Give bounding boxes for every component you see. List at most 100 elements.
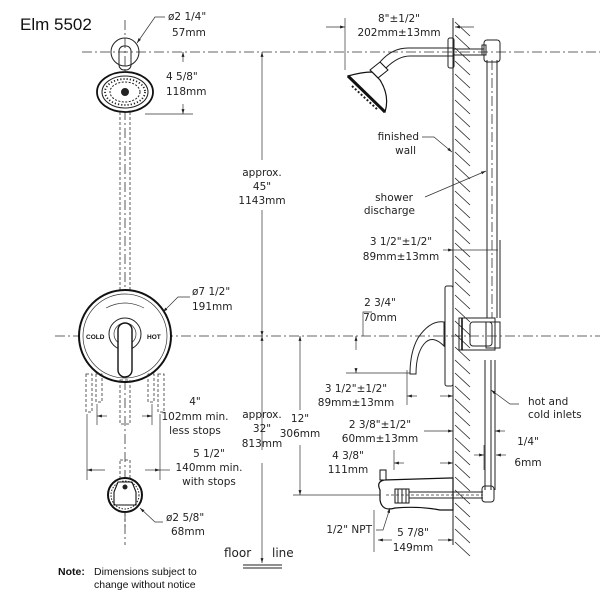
valve-stops: [85, 373, 165, 425]
wall-hatch-line: [454, 385, 471, 401]
spout-upper-in: 4 3/8": [332, 450, 364, 462]
wall-hatch-line: [454, 307, 471, 323]
valve-depth-in: 3 1/2"±1/2": [325, 383, 387, 395]
wall-hatch-line: [454, 294, 471, 310]
wall-hatch-line: [454, 216, 471, 232]
handle-offset-mm: 70mm: [363, 312, 397, 324]
wall-hatch-line: [454, 112, 471, 128]
note-line1: Dimensions subject to: [94, 566, 197, 578]
stops-less-in: 4": [189, 396, 201, 408]
inlet-depth-mm: 60mm±13mm: [342, 433, 418, 445]
handle-offset-in: 2 3/4": [364, 297, 396, 309]
valve-height-approx: approx.: [242, 409, 282, 421]
cold-label: COLD: [86, 334, 105, 341]
valve-side: [409, 285, 501, 387]
front-view: ø2 1/4" 57mm 4 5/8" 118mm approx. 45" 11…: [55, 11, 600, 569]
note-label: Note:: [58, 566, 85, 578]
valve-to-spout-in: 12": [291, 413, 309, 425]
wall-hatch-line: [454, 411, 471, 427]
finished-wall-label2: wall: [395, 145, 416, 157]
wall-hatch-line: [454, 203, 471, 219]
wall-hatch-line: [454, 34, 471, 50]
trim-plate-dia-mm: 191mm: [192, 301, 233, 313]
valve-height-mm: 813mm: [242, 438, 283, 450]
showerhead-side-icon: [346, 61, 389, 114]
wall-hatch-line: [454, 99, 471, 115]
wall-hatch-line: [454, 164, 471, 180]
inlet-gap-mm: 6mm: [514, 457, 541, 469]
lever-handle: [117, 322, 133, 378]
inlets-label1: hot and: [528, 396, 568, 408]
shower-arm: [118, 45, 132, 71]
valve-height-in: 32": [253, 423, 271, 435]
tub-spout-side-icon: [378, 469, 495, 511]
model-title: Elm 5502: [20, 15, 92, 34]
showerhead-front-icon: [96, 71, 154, 113]
hot-label: HOT: [147, 334, 161, 341]
trim-plate-dia-in: ø7 1/2": [192, 286, 230, 298]
inlet-gap-in: 1/4": [517, 436, 539, 448]
side-view: 8"±1/2" 202mm±13mm finished wall shower …: [318, 13, 582, 557]
spout-thread-label: 1/2" NPT: [326, 524, 372, 536]
pipe-offset-mm: 89mm±13mm: [363, 251, 439, 263]
wall-hatch-line: [454, 151, 471, 167]
stops-with-mm: 140mm min.: [176, 462, 243, 474]
finished-wall-label1: finished: [378, 131, 419, 143]
arm-flange: [110, 37, 140, 67]
wall-hatch-line: [454, 372, 471, 388]
wall-hatch-line: [454, 476, 471, 492]
arm-flange-dia-in: ø2 1/4": [168, 11, 206, 23]
wall-hatch-line: [454, 346, 471, 362]
spout-flange-dia-in: ø2 5/8": [166, 512, 204, 524]
inlets-label2: cold inlets: [528, 409, 582, 421]
wall-hatch-line: [454, 359, 471, 375]
showerhead-drop-in: 4 5/8": [166, 71, 198, 83]
inlet-depth-in: 2 3/8"±1/2": [349, 419, 411, 431]
wall-hatch-line: [454, 541, 471, 557]
wall-hatch-line: [454, 229, 471, 245]
wall-hatch-line: [454, 21, 471, 37]
stops-less-note: less stops: [169, 425, 221, 437]
wall-hatch-line: [454, 190, 471, 206]
stops-with-in: 5 1/2": [193, 448, 225, 460]
wall-hatch-line: [454, 138, 471, 154]
wall-hatch-line: [454, 281, 471, 297]
pipe-offset-in: 3 1/2"±1/2": [370, 236, 432, 248]
wall-hatch-line: [454, 515, 471, 531]
spout-flange-dia-mm: 68mm: [171, 526, 205, 538]
wall-hatch-line: [454, 125, 471, 141]
wall-hatch-line: [454, 437, 471, 453]
wall-hatch-line: [454, 268, 471, 284]
disclaimer-note: Note: Dimensions subject to change witho…: [58, 566, 197, 591]
shower-arm-side: [379, 37, 484, 69]
wall-hatch-line: [454, 177, 471, 193]
spout-upper-mm: 111mm: [328, 464, 369, 476]
tub-spout-front-icon: [107, 477, 143, 513]
shower-discharge-label2: discharge: [364, 205, 415, 217]
wall-hatch-line: [454, 463, 471, 479]
wall-hatching: [454, 21, 471, 557]
stops-less-mm: 102mm min.: [162, 411, 229, 423]
valve-depth-mm: 89mm±13mm: [318, 397, 394, 409]
wall-hatch-line: [454, 60, 471, 76]
wall-hatch-line: [454, 528, 471, 544]
wall-hatch-line: [454, 424, 471, 440]
floor-label: floor: [224, 546, 251, 560]
stops-with-note: with stops: [182, 476, 236, 488]
showerhead-drop-mm: 118mm: [166, 86, 207, 98]
wall-hatch-line: [454, 73, 471, 89]
wall-hatch-line: [454, 398, 471, 414]
spout-reach-in: 5 7/8": [397, 527, 429, 539]
arm-flange-dia-mm: 57mm: [172, 27, 206, 39]
wall-hatch-line: [454, 450, 471, 466]
note-line2: change without notice: [94, 579, 196, 591]
arm-reach-mm: 202mm±13mm: [357, 27, 440, 39]
head-height-approx: approx.: [242, 167, 282, 179]
arm-reach-in: 8"±1/2": [378, 13, 420, 25]
wall-hatch-line: [454, 255, 471, 271]
wall-hatch-line: [454, 502, 471, 518]
wall-hatch-line: [454, 86, 471, 102]
valve-to-spout-mm: 306mm: [280, 428, 321, 440]
line-label: line: [272, 546, 294, 560]
